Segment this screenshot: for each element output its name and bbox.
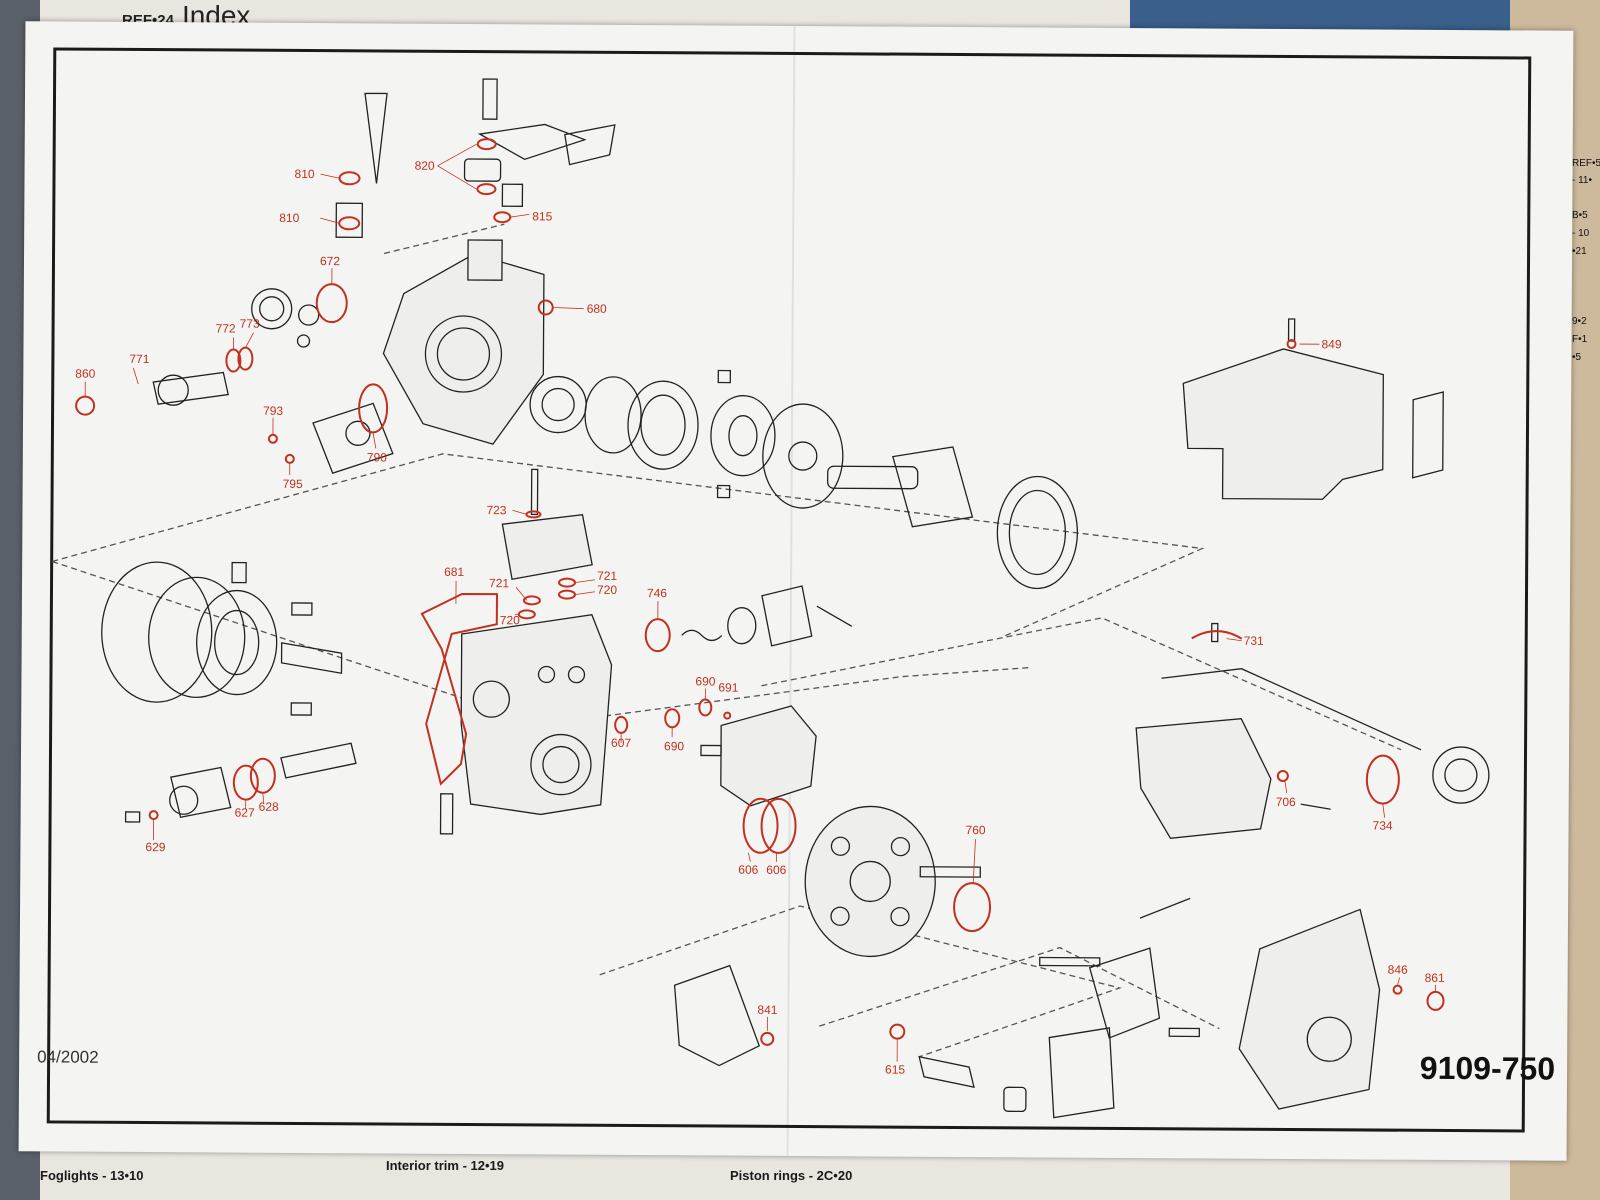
edge-fragment: REF•5 bbox=[1572, 158, 1600, 169]
callout-label: 721 bbox=[489, 576, 509, 590]
callout-label: 820 bbox=[415, 159, 435, 173]
callout-label: 771 bbox=[129, 352, 149, 366]
callout-label: 615 bbox=[885, 1063, 905, 1077]
callout-label: 691 bbox=[718, 681, 738, 695]
edge-fragment: - 10 bbox=[1572, 228, 1590, 239]
edge-fragment: •5 bbox=[1572, 352, 1582, 363]
solenoid-block bbox=[501, 513, 593, 581]
callout-label: 772 bbox=[216, 321, 236, 335]
upper-pump-housing bbox=[382, 253, 545, 445]
callout-label: 706 bbox=[1276, 795, 1296, 809]
leader-lines bbox=[84, 143, 1437, 1062]
callout-labels: 810 810 820 815 672 680 772 773 771 860 … bbox=[75, 159, 1445, 1077]
assembly-guide-lines bbox=[51, 223, 1402, 1058]
edge-fragment: F•1 bbox=[1572, 334, 1588, 345]
edge-fragment: •21 bbox=[1572, 246, 1587, 257]
callout-label: 629 bbox=[145, 840, 165, 854]
callout-label: 810 bbox=[279, 211, 299, 225]
callout-label: 860 bbox=[75, 367, 95, 381]
central-pump-housing bbox=[460, 614, 613, 816]
callout-label: 627 bbox=[235, 806, 255, 820]
callout-label: 681 bbox=[444, 565, 464, 579]
fuel-control-unit bbox=[1135, 718, 1272, 839]
callout-label: 606 bbox=[766, 863, 786, 877]
housing-bore bbox=[424, 315, 503, 393]
control-block bbox=[720, 705, 817, 807]
callout-label: 810 bbox=[294, 167, 314, 181]
callout-label: 795 bbox=[283, 477, 303, 491]
exploded-view-sheet: 810 810 820 815 672 680 772 773 771 860 … bbox=[18, 21, 1574, 1161]
edge-fragment: 9•2 bbox=[1572, 316, 1587, 327]
electronic-cover bbox=[1182, 348, 1384, 500]
callout-label: 723 bbox=[486, 503, 506, 517]
red-seals bbox=[75, 138, 1445, 1046]
callout-label: 861 bbox=[1425, 971, 1445, 985]
callout-label: 672 bbox=[320, 254, 340, 268]
callout-label: 721 bbox=[597, 569, 617, 583]
callout-label: 734 bbox=[1373, 819, 1393, 833]
issue-date: 04/2002 bbox=[37, 1047, 99, 1067]
callout-label: 815 bbox=[532, 209, 552, 223]
part-drawings bbox=[51, 78, 1490, 1119]
part-number: 9109-750 bbox=[1419, 1049, 1556, 1087]
callout-label: 690 bbox=[664, 739, 684, 753]
index-entry: Foglights - 13•10 bbox=[40, 1168, 144, 1183]
callout-label: 841 bbox=[757, 1003, 777, 1017]
callout-label: 849 bbox=[1321, 337, 1341, 351]
edge-fragment: - 11• bbox=[1572, 175, 1592, 186]
housing-bore-inner bbox=[436, 327, 491, 381]
callout-label: 628 bbox=[259, 800, 279, 814]
callout-label: 760 bbox=[966, 823, 986, 837]
callout-label: 773 bbox=[240, 317, 260, 331]
index-entry: Interior trim - 12•19 bbox=[386, 1158, 504, 1173]
callout-label: 793 bbox=[263, 404, 283, 418]
callout-label: 790 bbox=[367, 450, 387, 464]
exploded-parts-diagram: 810 810 820 815 672 680 772 773 771 860 … bbox=[51, 78, 1490, 1119]
callout-label: 720 bbox=[597, 583, 617, 597]
callout-label: 606 bbox=[738, 863, 758, 877]
callout-label: 846 bbox=[1388, 963, 1408, 977]
end-cover bbox=[1238, 908, 1381, 1110]
callout-label: 746 bbox=[647, 586, 667, 600]
index-entry: Piston rings - 2C•20 bbox=[730, 1168, 853, 1183]
callout-label: 720 bbox=[500, 613, 520, 627]
callout-label: 690 bbox=[695, 674, 715, 688]
book-index-strip: Foglights - 13•10 Interior trim - 12•19 … bbox=[0, 1158, 1600, 1200]
callout-label: 731 bbox=[1244, 634, 1264, 648]
rotor-disc bbox=[804, 805, 936, 958]
edge-fragment: B•5 bbox=[1572, 210, 1588, 221]
callout-label: 607 bbox=[611, 736, 631, 750]
callout-label: 680 bbox=[587, 302, 607, 316]
